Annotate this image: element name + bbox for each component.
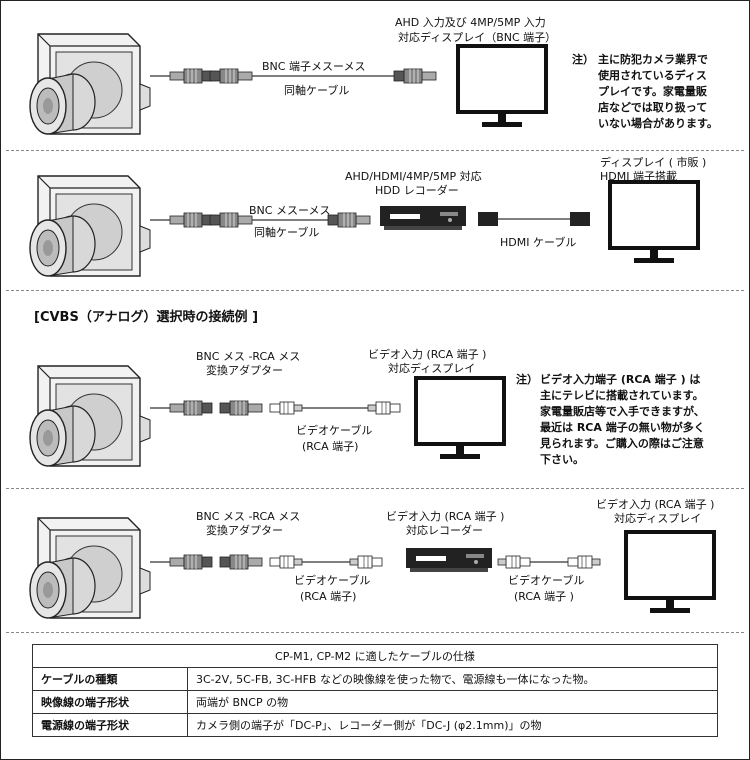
camera-2 [29,175,151,277]
cable-label: (RCA 端子 ) [514,590,574,603]
cable-label: (RCA 端子) [302,440,359,453]
recorder-label: HDD レコーダー [375,184,459,197]
display-label: ビデオ入力 (RCA 端子 ) [368,348,487,361]
hdd-recorder [380,206,466,230]
divider [6,632,744,633]
table-row: ケーブルの種類 3C-2V, 5C-FB, 3C-HFB などの映像線を使った物… [32,667,718,691]
display-label: 対応ディスプレイ [614,512,702,525]
connection-diagram [29,33,716,619]
bnc-connector [219,400,263,416]
divider [6,150,744,151]
note-prefix: 注） [572,53,594,66]
monitor [414,376,506,461]
bnc-connector [169,68,213,84]
display-label: ビデオ入力 (RCA 端子 ) [596,498,715,511]
monitor [608,180,700,265]
monitor [456,44,548,129]
cable-label: BNC メスーメス [249,204,331,217]
bnc-connector [327,212,371,228]
spec-label: 映像線の端子形状 [32,690,188,714]
camera-3 [29,365,151,467]
bnc-connector [393,68,437,84]
cable-label: 同軸ケーブル [284,84,350,97]
section-title: [CVBS（アナログ）選択時の接続例 ] [34,310,259,325]
monitor [624,530,716,615]
hdmi-cable-label: HDMI ケーブル [500,236,577,249]
adapter-label: BNC メス -RCA メス [196,510,301,523]
cable-label: ビデオケーブル [296,424,373,437]
recorder-label: 対応レコーダー [406,524,483,537]
spec-label: 電源線の端子形状 [32,713,188,737]
hdmi-connector [570,212,590,226]
table-row: 映像線の端子形状 両端が BNCP の物 [32,690,718,714]
bnc-connector [169,554,213,570]
adapter-label: 変換アダプター [206,524,283,537]
camera-4 [29,517,151,619]
rca-connector [567,555,601,569]
hdmi-connector [478,212,498,226]
bnc-connector [219,554,263,570]
display-label: 対応ディスプレイ [388,362,476,375]
recorder-label: AHD/HDMI/4MP/5MP 対応 [345,170,482,183]
bnc-connector [169,212,213,228]
display-label: HDMI 端子搭載 [600,170,677,183]
note-prefix: 注） [516,373,538,386]
cable-label: 同軸ケーブル [254,226,320,239]
cable-spec-table: CP-M1, CP-M2 に適したケーブルの仕様 ケーブルの種類 3C-2V, … [32,644,718,737]
spec-value: カメラ側の端子が「DC-P」、レコーダー側が「DC-J (φ2.1mm)」の物 [187,713,718,737]
adapter-label: BNC メス -RCA メス [196,350,301,363]
spec-label: ケーブルの種類 [32,667,188,691]
display-label: AHD 入力及び 4MP/5MP 入力 [395,16,546,29]
table-row: CP-M1, CP-M2 に適したケーブルの仕様 [32,644,718,668]
spec-value: 両端が BNCP の物 [187,690,718,714]
adapter-label: 変換アダプター [206,364,283,377]
divider [6,290,744,291]
cable-label: BNC 端子メスーメス [262,60,366,73]
video-recorder [406,548,492,572]
rca-connector [269,401,303,415]
cable-label: (RCA 端子) [300,590,357,603]
cable-label: ビデオケーブル [508,574,585,587]
rca-connector [497,555,531,569]
rca-connector [269,555,303,569]
rca-connector [367,401,401,415]
spec-value: 3C-2V, 5C-FB, 3C-HFB などの映像線を使った物で、電源線も一体… [187,667,718,691]
divider [6,488,744,489]
display-label: 対応ディスプレイ（BNC 端子） [398,31,557,44]
note-text: ビデオ入力端子 (RCA 端子 ) は 主にテレビに搭載されています。 家電量販… [540,373,705,466]
table-title: CP-M1, CP-M2 に適したケーブルの仕様 [32,644,718,668]
recorder-label: ビデオ入力 (RCA 端子 ) [386,510,505,523]
table-row: 電源線の端子形状 カメラ側の端子が「DC-P」、レコーダー側が「DC-J (φ2… [32,713,718,737]
bnc-connector [209,68,253,84]
camera-1 [29,33,151,135]
rca-connector [349,555,383,569]
cable-label: ビデオケーブル [294,574,371,587]
bnc-connector [169,400,213,416]
note-text: 主に防犯カメラ業界で 使用されているディス プレイです。家電量販 店などでは取り… [598,53,718,130]
display-label: ディスプレイ ( 市販 ) [600,156,707,169]
bnc-connector [209,212,253,228]
